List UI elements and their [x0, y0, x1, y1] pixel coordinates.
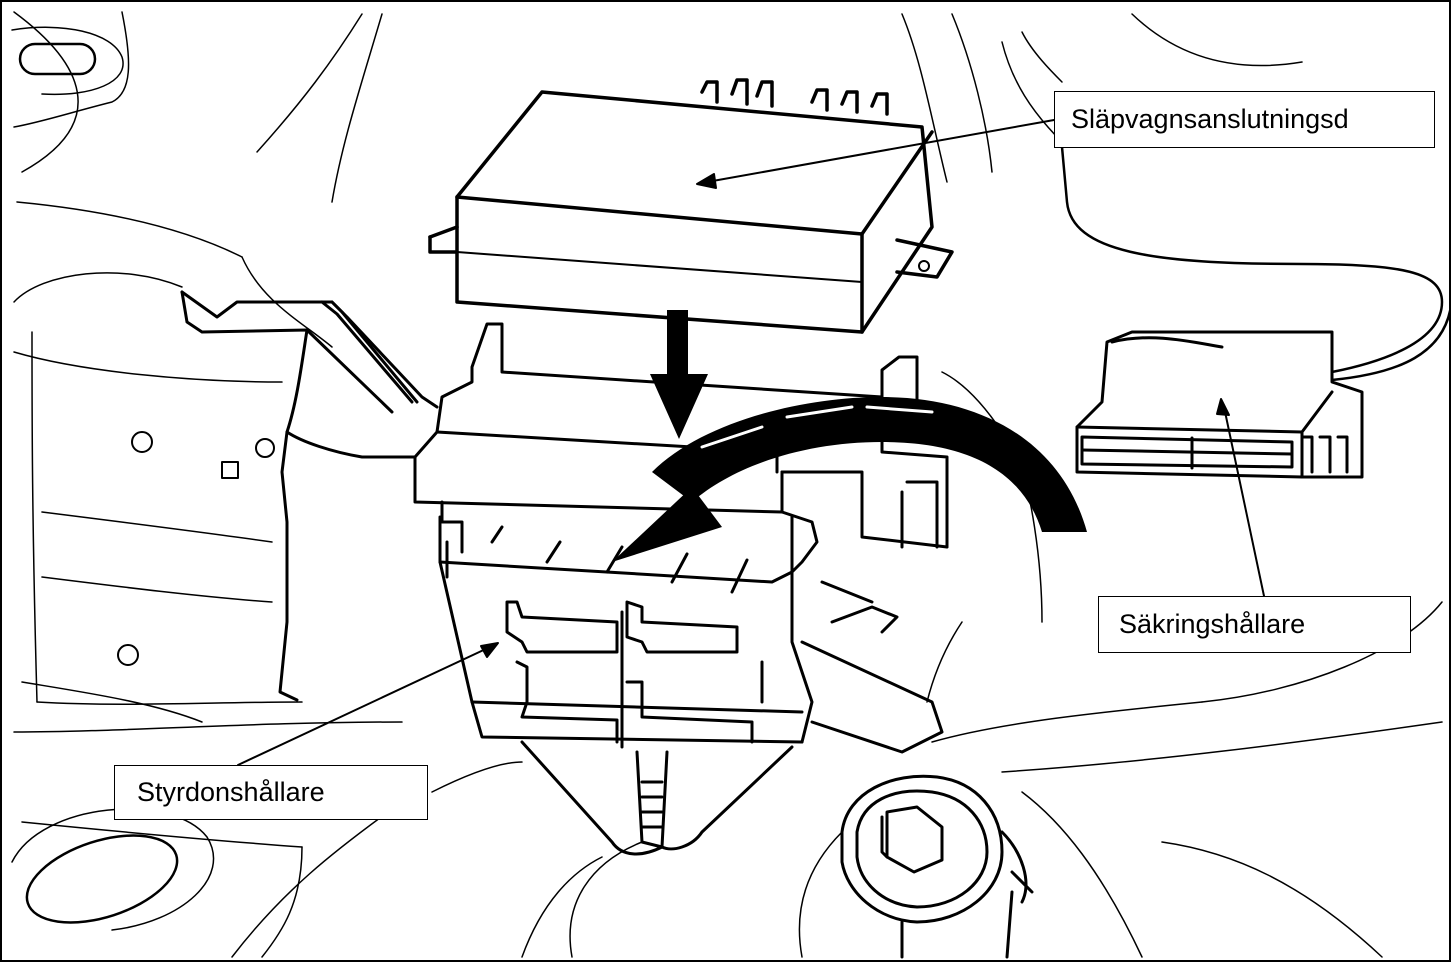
- leader-fuse: [1216, 398, 1265, 597]
- leader-module: [696, 119, 1055, 189]
- control-unit-holder: [413, 322, 949, 856]
- mounting-holes: [117, 431, 275, 666]
- insertion-arrow-icon: [650, 310, 708, 439]
- rotation-arrow-icon: [612, 397, 1087, 562]
- body-panel-contours: [13, 11, 1443, 958]
- fuse-holder: [1060, 145, 1449, 479]
- leader-holder: [237, 642, 499, 766]
- oval-slot-top-left: [11, 26, 124, 96]
- label-control-unit-holder: Styrdonshållare: [114, 765, 428, 820]
- left-bracket-panel: [180, 290, 439, 702]
- label-fuse-holder: Säkringshållare: [1098, 596, 1411, 653]
- label-trailer-module: Släpvagnsanslutningsd: [1054, 91, 1435, 148]
- filler-cap: [840, 774, 1034, 959]
- trailer-module: [428, 78, 954, 334]
- oval-slot-bottom-left: [11, 808, 215, 931]
